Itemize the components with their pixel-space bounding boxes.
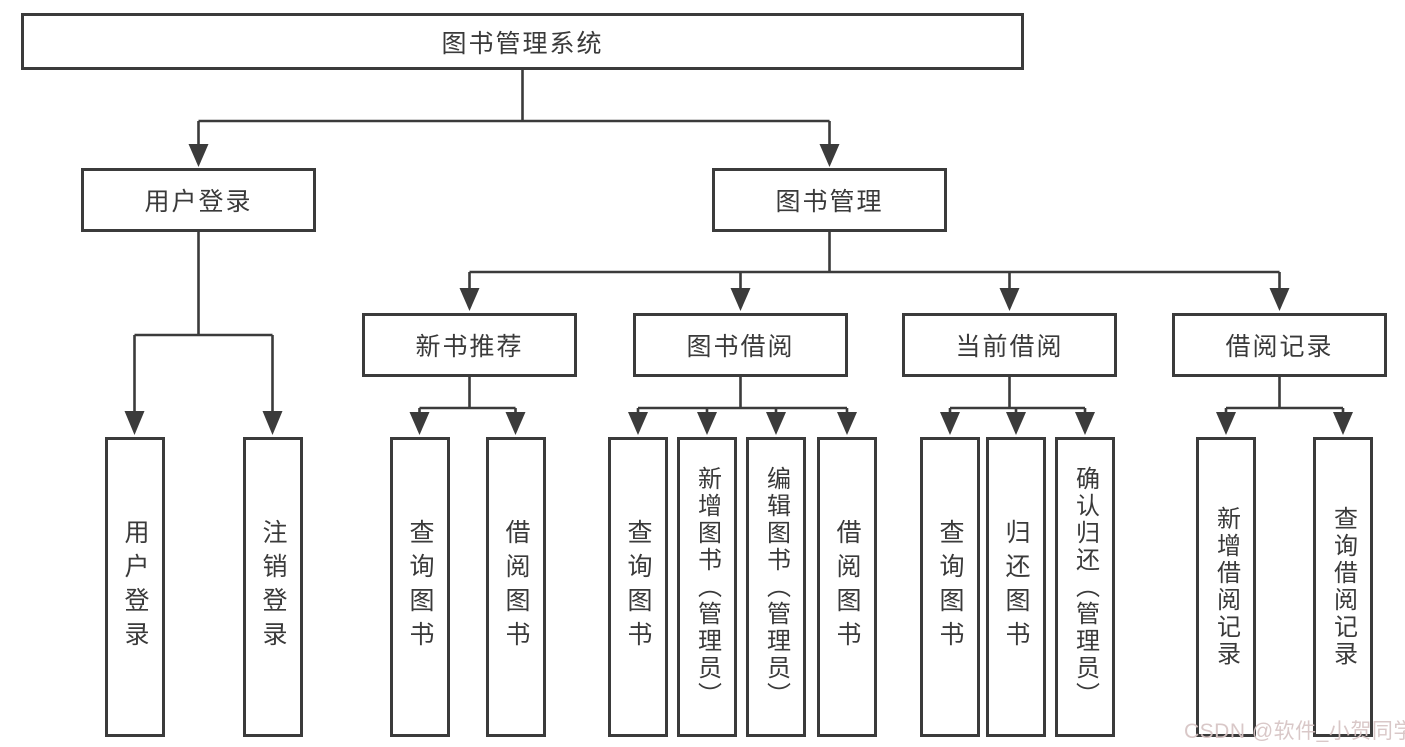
arrow-down-icon [940,412,960,435]
arrow-down-icon [1075,412,1095,435]
arrow-down-icon [999,288,1020,311]
leaf-query-books-borrow: 查询图书 [608,437,668,737]
leaf-query-books-current: 查询图书 [920,437,980,737]
arrow-down-icon [262,411,283,435]
node-new-book-recommend-label: 新书推荐 [415,333,524,361]
leaf-query-books-current-label: 查询图书 [936,519,964,655]
leaf-add-books-admin-label: 新增图书（管理员） [693,465,721,709]
leaf-query-borrow-record-label: 查询借阅记录 [1329,506,1357,668]
node-borrow-records: 借阅记录 [1172,313,1387,377]
csdn-watermark: CSDN @软件_小贺同学 [1184,720,1405,743]
arrow-down-icon [188,144,209,167]
arrow-down-icon [459,288,480,311]
arrow-down-icon [837,412,857,435]
leaf-return-books: 归还图书 [986,437,1046,737]
leaf-add-books-admin: 新增图书（管理员） [677,437,737,737]
arrow-down-icon [819,144,840,167]
node-book-management-label: 图书管理 [775,188,884,216]
leaf-borrow-books: 借阅图书 [817,437,877,737]
arrow-down-icon [628,412,648,435]
node-current-borrow-label: 当前借阅 [955,333,1064,361]
node-book-borrow-label: 图书借阅 [686,333,795,361]
node-user-login-label: 用户登录 [144,188,253,216]
arrow-down-icon [697,412,717,435]
leaf-query-books-borrow-label: 查询图书 [624,519,652,655]
leaf-confirm-return-admin: 确认归还（管理员） [1055,437,1115,737]
leaf-query-books-recommend: 查询图书 [390,437,450,737]
leaf-query-books-recommend-label: 查询图书 [406,519,434,655]
node-book-management: 图书管理 [712,168,947,232]
node-user-login: 用户登录 [81,168,316,232]
node-current-borrow: 当前借阅 [902,313,1117,377]
leaf-borrow-books-label: 借阅图书 [833,519,861,655]
leaf-borrow-books-recommend-label: 借阅图书 [502,519,530,655]
arrow-down-icon [124,411,145,435]
leaf-query-borrow-record: 查询借阅记录 [1313,437,1373,737]
arrow-down-icon [766,412,786,435]
leaf-user-login: 用户登录 [105,437,165,737]
leaf-logout-label: 注销登录 [259,519,287,655]
node-book-borrow: 图书借阅 [633,313,848,377]
leaf-edit-books-admin-label: 编辑图书（管理员） [762,465,790,709]
node-root-label: 图书管理系统 [441,29,604,58]
arrow-down-icon [1269,288,1290,311]
leaf-user-login-label: 用户登录 [121,519,149,655]
arrow-down-icon [1333,412,1353,435]
leaf-edit-books-admin: 编辑图书（管理员） [746,437,806,737]
arrow-down-icon [1216,412,1236,435]
leaf-add-borrow-record-label: 新增借阅记录 [1212,506,1240,668]
leaf-return-books-label: 归还图书 [1002,519,1030,655]
node-new-book-recommend: 新书推荐 [362,313,577,377]
leaf-add-borrow-record: 新增借阅记录 [1196,437,1256,737]
leaf-confirm-return-admin-label: 确认归还（管理员） [1071,465,1099,709]
arrow-down-icon [1006,412,1026,435]
arrow-down-icon [409,412,430,435]
arrow-down-icon [730,288,751,311]
node-root: 图书管理系统 [21,13,1024,70]
node-borrow-records-label: 借阅记录 [1225,333,1334,361]
arrow-down-icon [505,412,526,435]
leaf-borrow-books-recommend: 借阅图书 [486,437,546,737]
leaf-logout: 注销登录 [243,437,303,737]
